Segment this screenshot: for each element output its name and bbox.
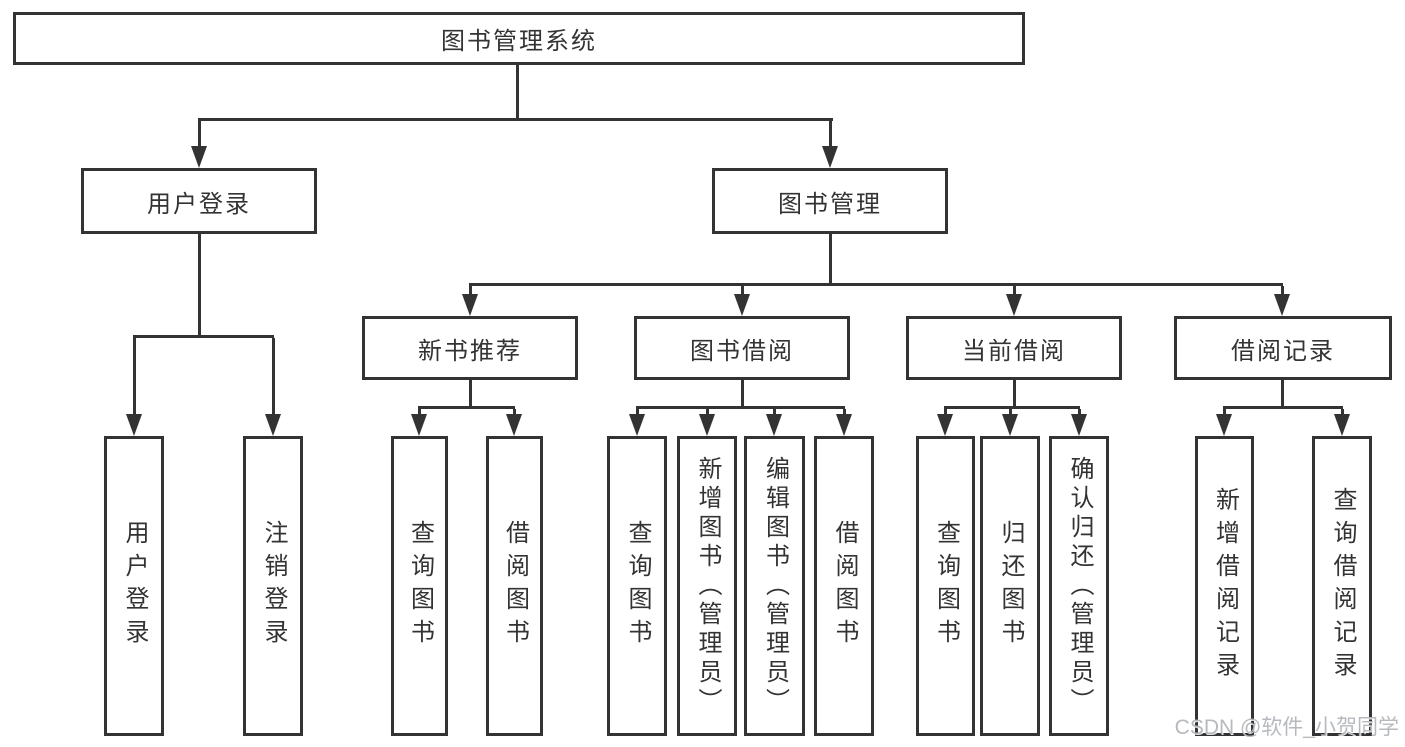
arrow-down-icon — [734, 294, 750, 316]
arrow-down-icon — [462, 294, 478, 316]
connector-line — [829, 234, 832, 283]
node-leaf-user-login: 用户登录 — [104, 436, 164, 736]
arrow-down-icon — [1002, 414, 1018, 436]
node-label: 注销登录 — [260, 520, 287, 652]
node-current-borrowing: 当前借阅 — [906, 316, 1122, 380]
node-leaf-query-books-2: 查询图书 — [607, 436, 667, 736]
node-label: 用户登录 — [121, 520, 148, 652]
node-label: 查询图书 — [932, 520, 960, 652]
node-user-login: 用户登录 — [81, 168, 317, 234]
connector-line — [741, 380, 744, 406]
connector-line — [516, 65, 519, 118]
arrow-down-icon — [699, 414, 715, 436]
connector-line — [198, 121, 201, 147]
node-label: 编辑图书（管理员） — [761, 455, 789, 717]
connector-line — [829, 121, 832, 147]
connector-line — [1013, 380, 1016, 406]
connector-line — [1223, 409, 1226, 415]
node-label: 借阅图书 — [831, 520, 858, 652]
arrow-down-icon — [265, 414, 281, 436]
connector-line — [1078, 409, 1081, 415]
node-label: 查询借阅记录 — [1329, 487, 1356, 685]
node-label: 新增图书（管理员） — [694, 455, 721, 717]
node-book-management: 图书管理 — [712, 168, 948, 234]
connector-line — [418, 409, 421, 415]
connector-line — [198, 118, 833, 121]
node-label: 归还图书 — [997, 520, 1024, 652]
connector-line — [469, 286, 472, 295]
connector-line — [469, 380, 472, 406]
connector-line — [469, 283, 1283, 286]
node-leaf-confirm-return-admin: 确认归还（管理员） — [1049, 436, 1109, 736]
node-leaf-add-borrow-record: 新增借阅记录 — [1195, 436, 1254, 736]
arrow-down-icon — [937, 414, 953, 436]
node-leaf-return-book: 归还图书 — [980, 436, 1040, 736]
arrow-down-icon — [1071, 414, 1087, 436]
node-leaf-edit-book-admin: 编辑图书（管理员） — [744, 436, 805, 736]
arrow-down-icon — [822, 146, 838, 168]
connector-line — [133, 335, 274, 338]
node-library-management-system: 图书管理系统 — [13, 12, 1025, 65]
arrow-down-icon — [1274, 294, 1290, 316]
node-leaf-query-borrow-record: 查询借阅记录 — [1312, 436, 1372, 736]
node-label: 借阅图书 — [501, 520, 529, 652]
arrow-down-icon — [411, 414, 427, 436]
node-leaf-add-book-admin: 新增图书（管理员） — [677, 436, 737, 736]
connector-line — [944, 406, 1080, 409]
arrow-down-icon — [191, 146, 207, 168]
connector-line — [198, 234, 201, 335]
connector-line — [636, 409, 639, 415]
node-borrowing-records: 借阅记录 — [1174, 316, 1392, 380]
node-leaf-query-books-3: 查询图书 — [916, 436, 975, 736]
node-label: 图书借阅 — [690, 337, 794, 365]
connector-line — [1341, 409, 1344, 415]
connector-line — [133, 338, 136, 415]
connector-line — [843, 409, 846, 415]
connector-line — [1013, 286, 1016, 295]
arrow-down-icon — [766, 414, 782, 436]
arrow-down-icon — [506, 414, 522, 436]
node-label: 图书管理系统 — [441, 28, 597, 55]
node-label: 确认归还（管理员） — [1066, 455, 1093, 717]
node-leaf-borrow-books-1: 借阅图书 — [486, 436, 543, 736]
arrow-down-icon — [1334, 414, 1350, 436]
arrow-down-icon — [1216, 414, 1232, 436]
connector-line — [636, 406, 845, 409]
arrow-down-icon — [1006, 294, 1022, 316]
node-label: 借阅记录 — [1231, 337, 1335, 365]
connector-line — [773, 409, 776, 415]
csdn-watermark: CSDN @软件_小贺同学 — [1174, 716, 1399, 739]
arrow-down-icon — [126, 414, 142, 436]
connector-line — [706, 409, 709, 415]
node-label: 图书管理 — [778, 190, 882, 218]
arrow-down-icon — [629, 414, 645, 436]
connector-line — [513, 409, 516, 415]
node-label: 当前借阅 — [962, 337, 1066, 365]
connector-line — [1281, 286, 1284, 295]
connector-line — [741, 286, 744, 295]
connector-line — [1009, 409, 1012, 415]
node-label: 新增借阅记录 — [1211, 487, 1239, 685]
connector-line — [272, 338, 275, 415]
connector-line — [944, 409, 947, 415]
connector-line — [418, 406, 515, 409]
connector-line — [1223, 406, 1343, 409]
node-label: 新书推荐 — [418, 337, 522, 365]
node-label: 查询图书 — [406, 520, 434, 652]
connector-line — [1281, 380, 1284, 406]
node-book-borrowing: 图书借阅 — [634, 316, 850, 380]
node-label: 查询图书 — [624, 520, 651, 652]
node-leaf-logout: 注销登录 — [243, 436, 303, 736]
node-label: 用户登录 — [147, 190, 251, 218]
arrow-down-icon — [836, 414, 852, 436]
node-new-book-recommendation: 新书推荐 — [362, 316, 578, 380]
node-leaf-borrow-books-2: 借阅图书 — [814, 436, 874, 736]
node-leaf-query-books-1: 查询图书 — [391, 436, 448, 736]
